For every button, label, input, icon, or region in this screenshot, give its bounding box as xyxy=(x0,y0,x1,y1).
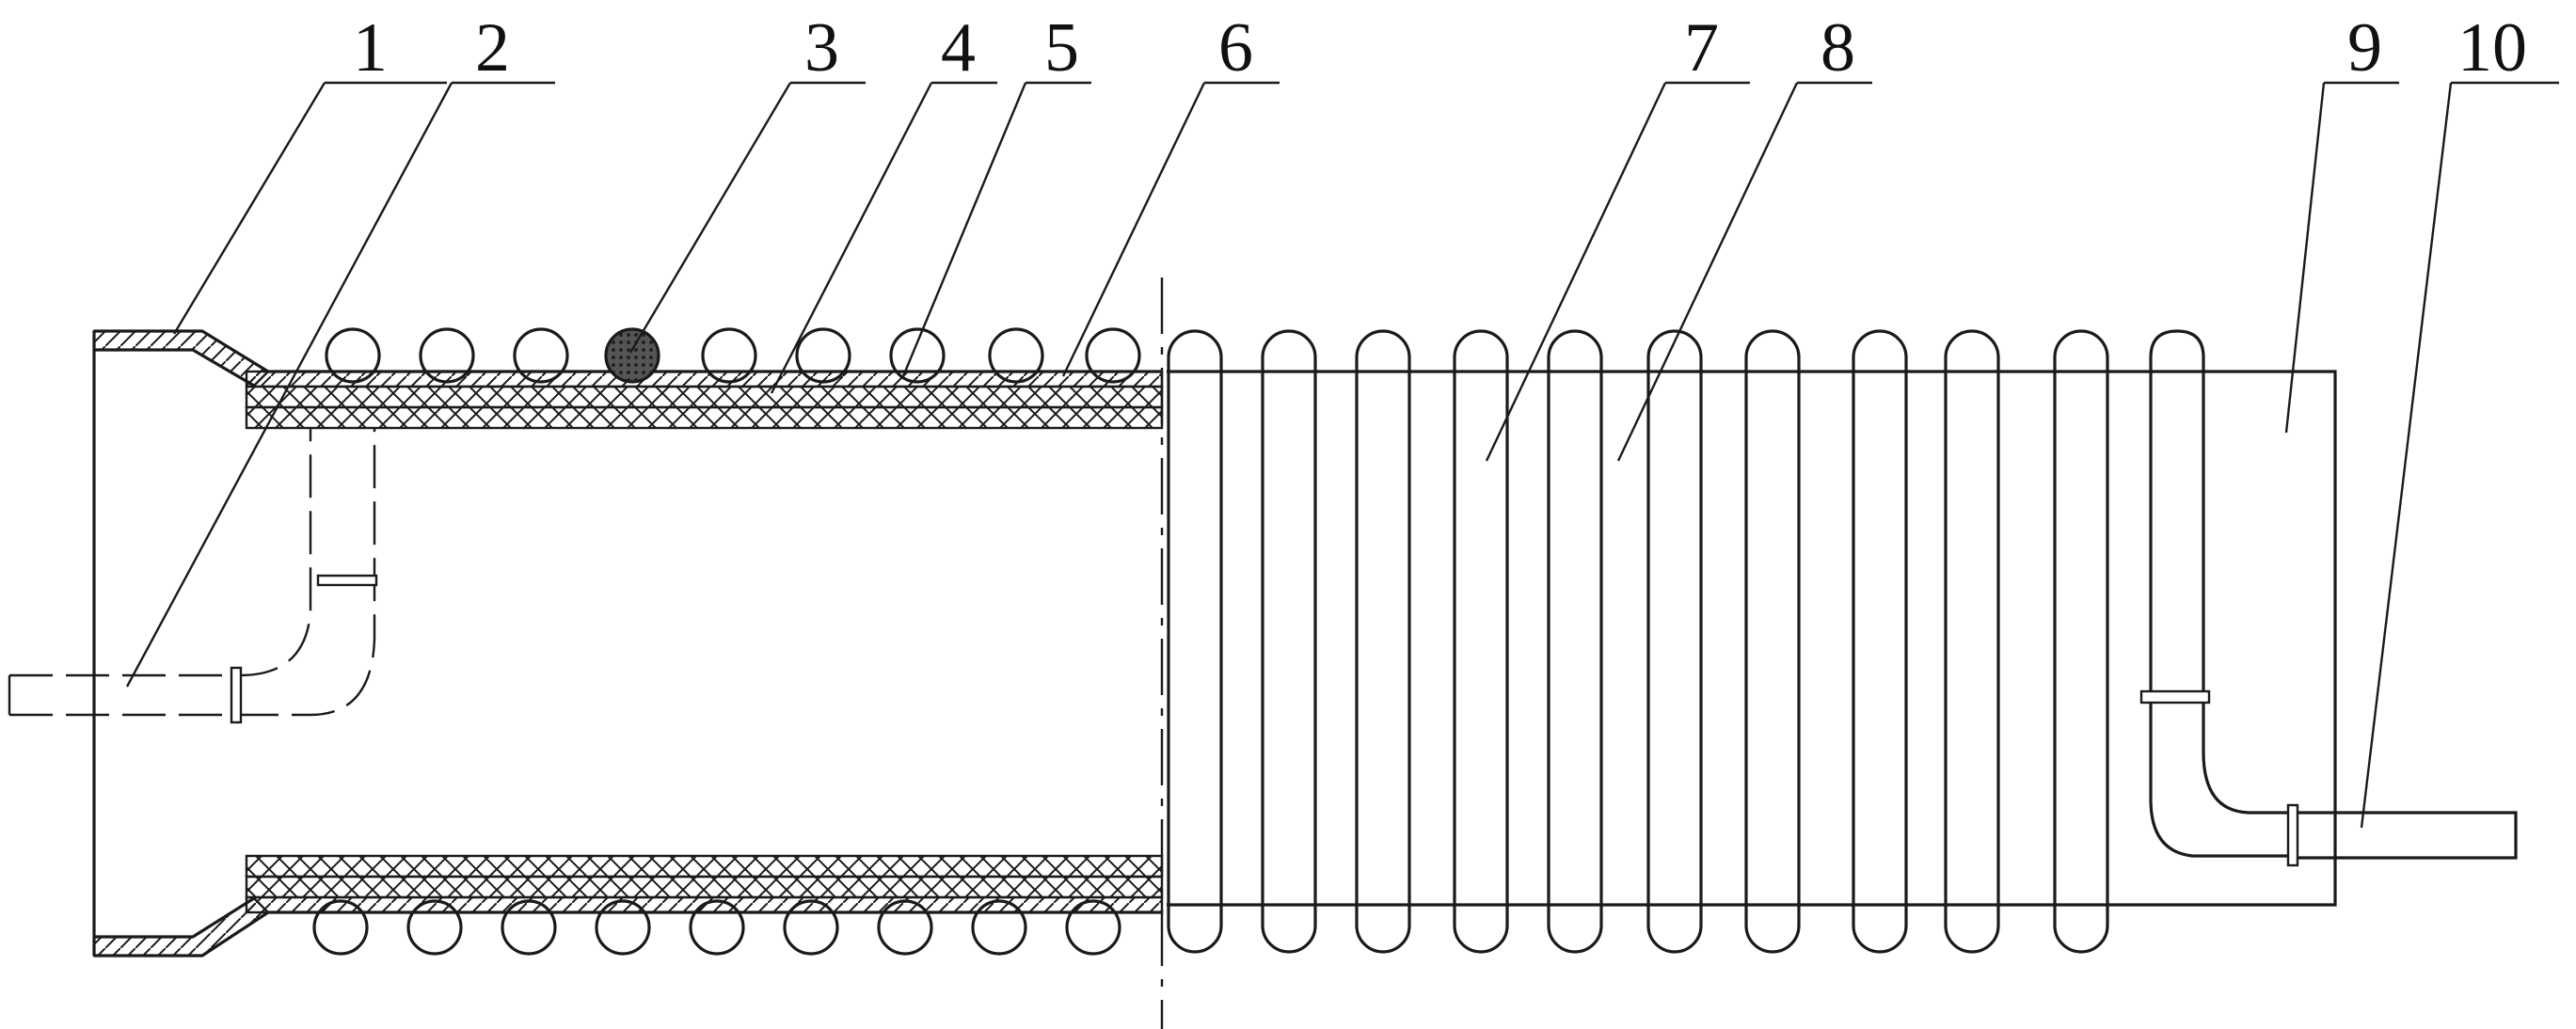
coil-sections-lower xyxy=(312,899,1121,956)
callout-6: 6 xyxy=(1218,9,1253,87)
callout-7: 7 xyxy=(1684,9,1719,87)
callout-1: 1 xyxy=(353,9,388,87)
callout-5: 5 xyxy=(1044,9,1079,87)
callout-4: 4 xyxy=(941,9,976,87)
outer-shell xyxy=(1167,370,2337,907)
coil-sections-upper xyxy=(325,327,1141,384)
highlighted-coil-section xyxy=(604,327,660,384)
callout-2: 2 xyxy=(475,9,510,87)
outlet-pipe xyxy=(2139,689,2518,867)
callout-3: 3 xyxy=(804,9,839,87)
leader-lines xyxy=(125,81,2559,829)
coil-tubes xyxy=(1167,329,2296,954)
inlet-pipe xyxy=(8,428,378,724)
callout-8: 8 xyxy=(1821,9,1855,87)
callout-10: 10 xyxy=(2457,9,2527,87)
callout-labels: 1 2 3 4 5 6 7 8 9 10 xyxy=(353,9,2527,87)
callout-9: 9 xyxy=(2347,9,2382,87)
